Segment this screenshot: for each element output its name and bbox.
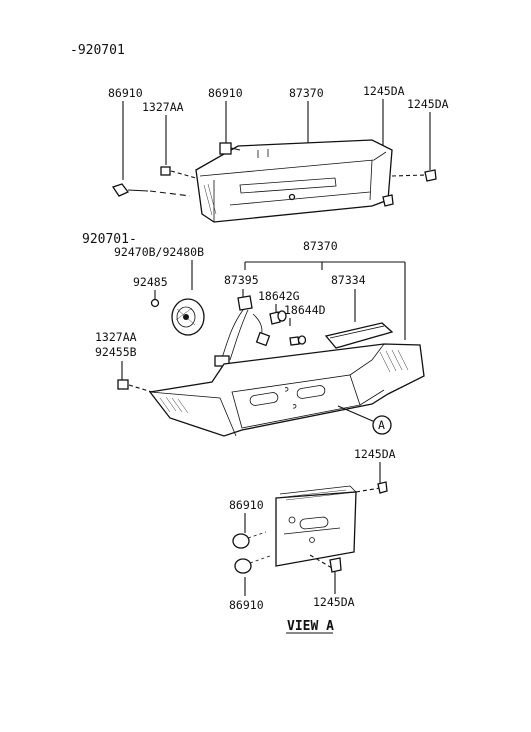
view-a-label-1245da-top: 1245DA	[354, 447, 396, 461]
view-a-label-1245da-bottom: 1245DA	[313, 595, 355, 609]
top-label-1327aa: 1327AA	[142, 100, 184, 114]
lens-87334	[324, 322, 394, 349]
knob-92485	[150, 298, 160, 308]
bulb-socket-86910-left	[111, 183, 191, 197]
mid-label-18644d: 18644D	[284, 303, 326, 317]
screw-1245da-b	[391, 169, 437, 182]
top-label-1245da-a: 1245DA	[363, 84, 405, 98]
callout-a: A	[372, 415, 392, 435]
view-a-label-86910-top: 86910	[229, 498, 264, 512]
mid-label-87370: 87370	[303, 239, 338, 253]
cluster-facia-mid	[148, 343, 425, 437]
top-label-87370: 87370	[289, 86, 324, 100]
dimmer-switch-92470b	[171, 298, 205, 336]
header-date-after: 920701-	[82, 232, 137, 247]
screw-1327aa-top	[160, 166, 197, 179]
mid-label-92485: 92485	[133, 275, 168, 289]
bulb-socket-86910-mid	[219, 142, 241, 155]
leader-line	[244, 262, 406, 340]
screw-1327aa-mid	[117, 379, 153, 393]
screw-1245da-a	[382, 194, 394, 207]
view-a-label-86910-bottom: 86910	[229, 598, 264, 612]
view-a-screw-top	[377, 481, 388, 494]
top-group: 86910 1327AA 86910 87370 1245DA 1245DA	[108, 84, 449, 223]
view-a-bulb-lower	[234, 555, 271, 574]
view-a-group: 1245DA 86910 86910 1245DA	[229, 447, 396, 634]
top-label-1245da-b: 1245DA	[407, 97, 449, 111]
bulb-18644d	[289, 335, 307, 346]
view-a-screw-bottom	[329, 557, 342, 573]
header-date-before: -920701	[70, 43, 125, 58]
mid-label-18642g: 18642G	[258, 289, 300, 303]
top-label-86910-mid: 86910	[208, 86, 243, 100]
view-a-title: VIEW A	[287, 619, 334, 634]
mid-group: 87370 92470B/92480B 92485 87395 87334 18…	[95, 239, 425, 437]
top-label-86910-left: 86910	[108, 86, 143, 100]
cluster-housing-top	[195, 139, 393, 223]
callout-a-label: A	[378, 418, 385, 432]
view-a-back-plate	[275, 485, 381, 569]
mid-label-87334: 87334	[331, 273, 366, 287]
mid-label-1327aa: 1327AA	[95, 330, 137, 344]
bulb-18642g	[269, 310, 287, 325]
wiring-harness-87395	[214, 295, 271, 367]
mid-label-92470b-92480b: 92470B/92480B	[114, 245, 204, 259]
mid-label-87395: 87395	[224, 273, 259, 287]
view-a-bulb-upper	[232, 531, 267, 549]
mid-label-92455b: 92455B	[95, 345, 137, 359]
